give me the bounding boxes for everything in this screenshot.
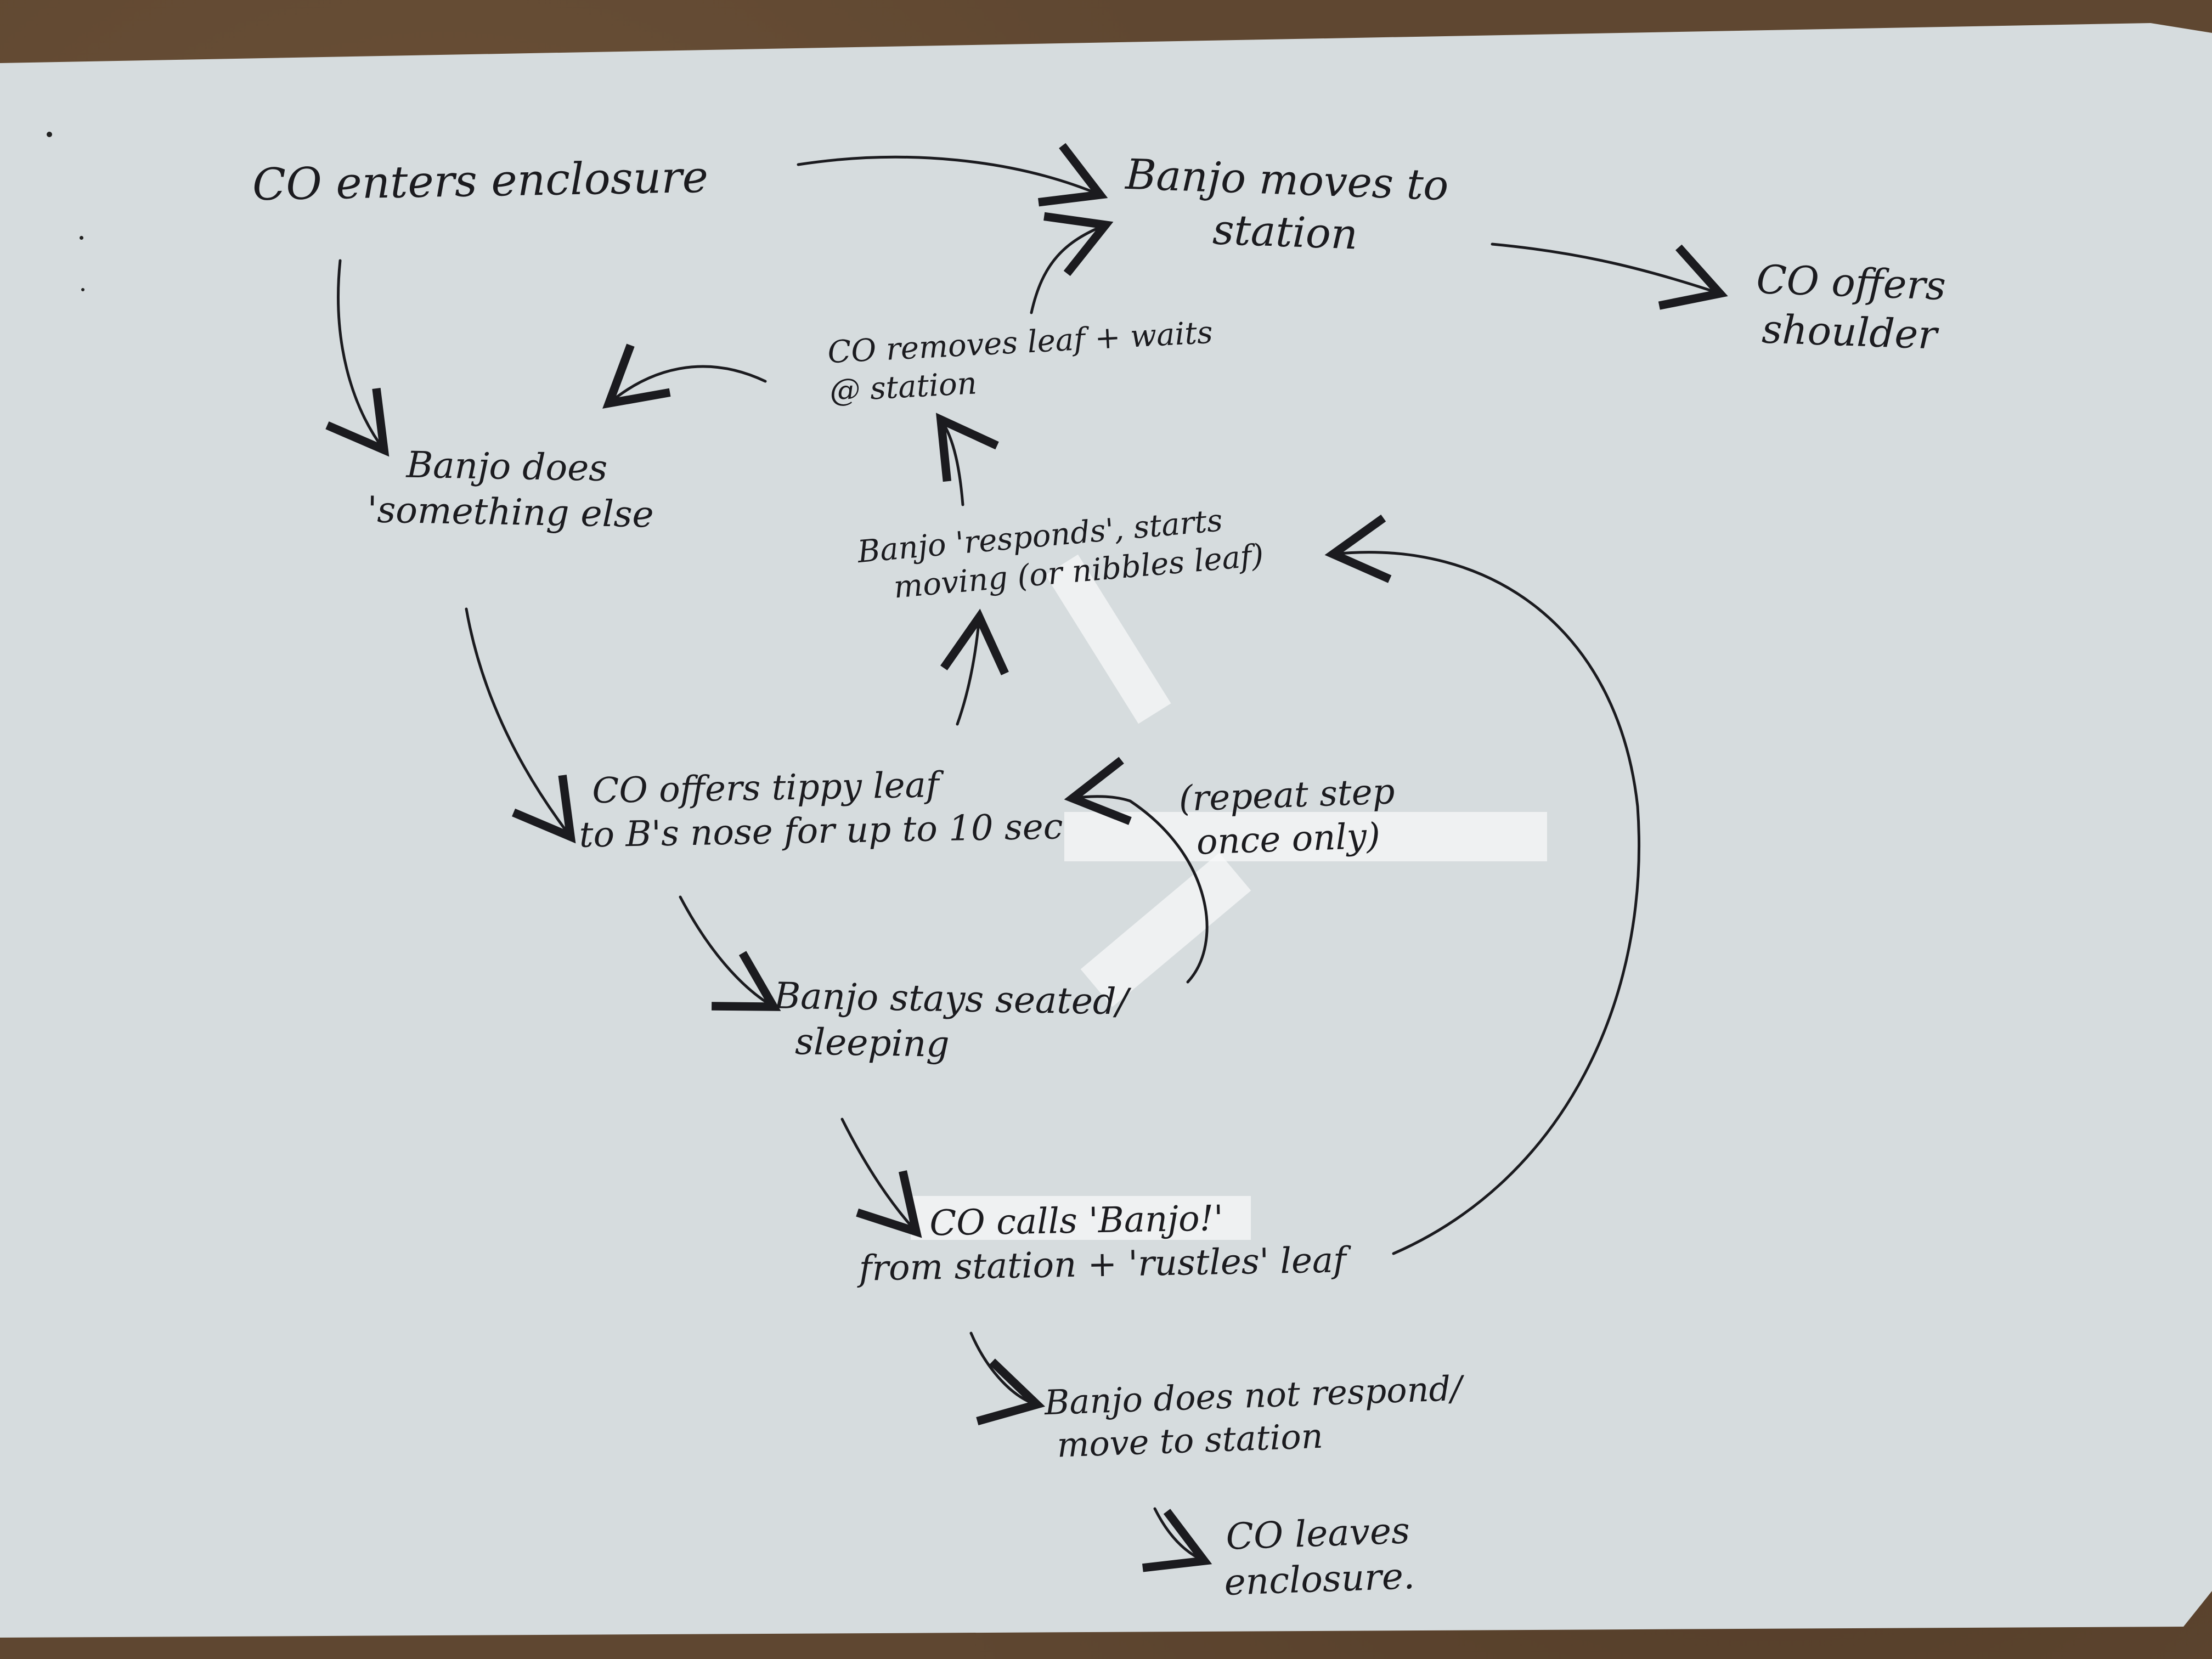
arrow-enters-to-something-else <box>325 259 390 457</box>
node-co-offers-shoulder: CO offers shoulder <box>1754 255 1946 360</box>
arrow-moves-to-shoulder <box>1491 242 1728 310</box>
node-co-leaves-enclosure: CO leaves enclosure. <box>1222 1508 1415 1605</box>
node-text: CO offers tippy leaf <box>591 765 940 812</box>
node-co-offers-tippy-leaf: CO offers tippy leaf to B's nose for up … <box>578 761 1064 857</box>
arrow-offers-to-responds <box>940 608 1009 726</box>
tape-strip <box>1064 812 1547 861</box>
node-co-enters-enclosure: CO enters enclosure <box>252 150 709 212</box>
arrow-removes-to-moves <box>1030 212 1114 314</box>
node-banjo-does-something-else: Banjo does 'something else <box>367 442 655 537</box>
node-text: (repeat step <box>1178 771 1396 820</box>
node-text: Banjo does <box>406 443 608 490</box>
ink-dot <box>81 288 84 291</box>
arrow-responds-to-removes <box>935 413 999 506</box>
arrow-removes-to-something-else <box>602 343 767 409</box>
node-banjo-stays-seated: Banjo stays seated/ sleeping <box>773 973 1129 1070</box>
node-text: once only) <box>1195 816 1381 863</box>
arrow-calls-to-responds <box>1324 515 1641 1255</box>
node-co-calls-banjo: CO calls 'Banjo!' from station + 'rustle… <box>858 1194 1347 1290</box>
node-text: CO enters enclosure <box>252 151 709 211</box>
node-text: enclosure. <box>1223 1554 1415 1604</box>
ink-dot <box>80 236 83 240</box>
node-text: CO calls 'Banjo!' <box>929 1198 1224 1244</box>
arrow-stays-to-calls <box>840 1118 922 1238</box>
arrow-calls-to-not-respond <box>969 1331 1046 1425</box>
arrow-stays-to-offers-repeat <box>1064 757 1209 984</box>
arrow-something-else-to-offers <box>465 607 576 844</box>
node-text: CO leaves <box>1225 1509 1411 1558</box>
node-text: from station + 'rustles' leaf <box>859 1240 1347 1289</box>
node-text: to B's nose for up to 10 sec <box>579 806 1064 856</box>
tape-strip <box>911 1196 1251 1240</box>
node-banjo-does-not-respond: Banjo does not respond/ move to station <box>1044 1367 1464 1466</box>
node-text: Banjo stays seated/ <box>774 974 1129 1023</box>
arrow-offers-to-stays <box>679 895 781 1011</box>
node-text: sleeping <box>794 1020 950 1065</box>
node-banjo-moves-to-station: Banjo moves to station <box>1123 148 1449 263</box>
node-text: 'something else <box>366 488 654 536</box>
node-repeat-step-note: (repeat step once only) <box>1178 770 1397 865</box>
node-text: shoulder <box>1761 306 1938 358</box>
arrow-not-respond-to-leaves <box>1142 1507 1212 1572</box>
ink-dot <box>47 132 52 137</box>
node-text: CO offers <box>1756 256 1947 309</box>
arrow-enters-to-moves <box>797 143 1108 207</box>
